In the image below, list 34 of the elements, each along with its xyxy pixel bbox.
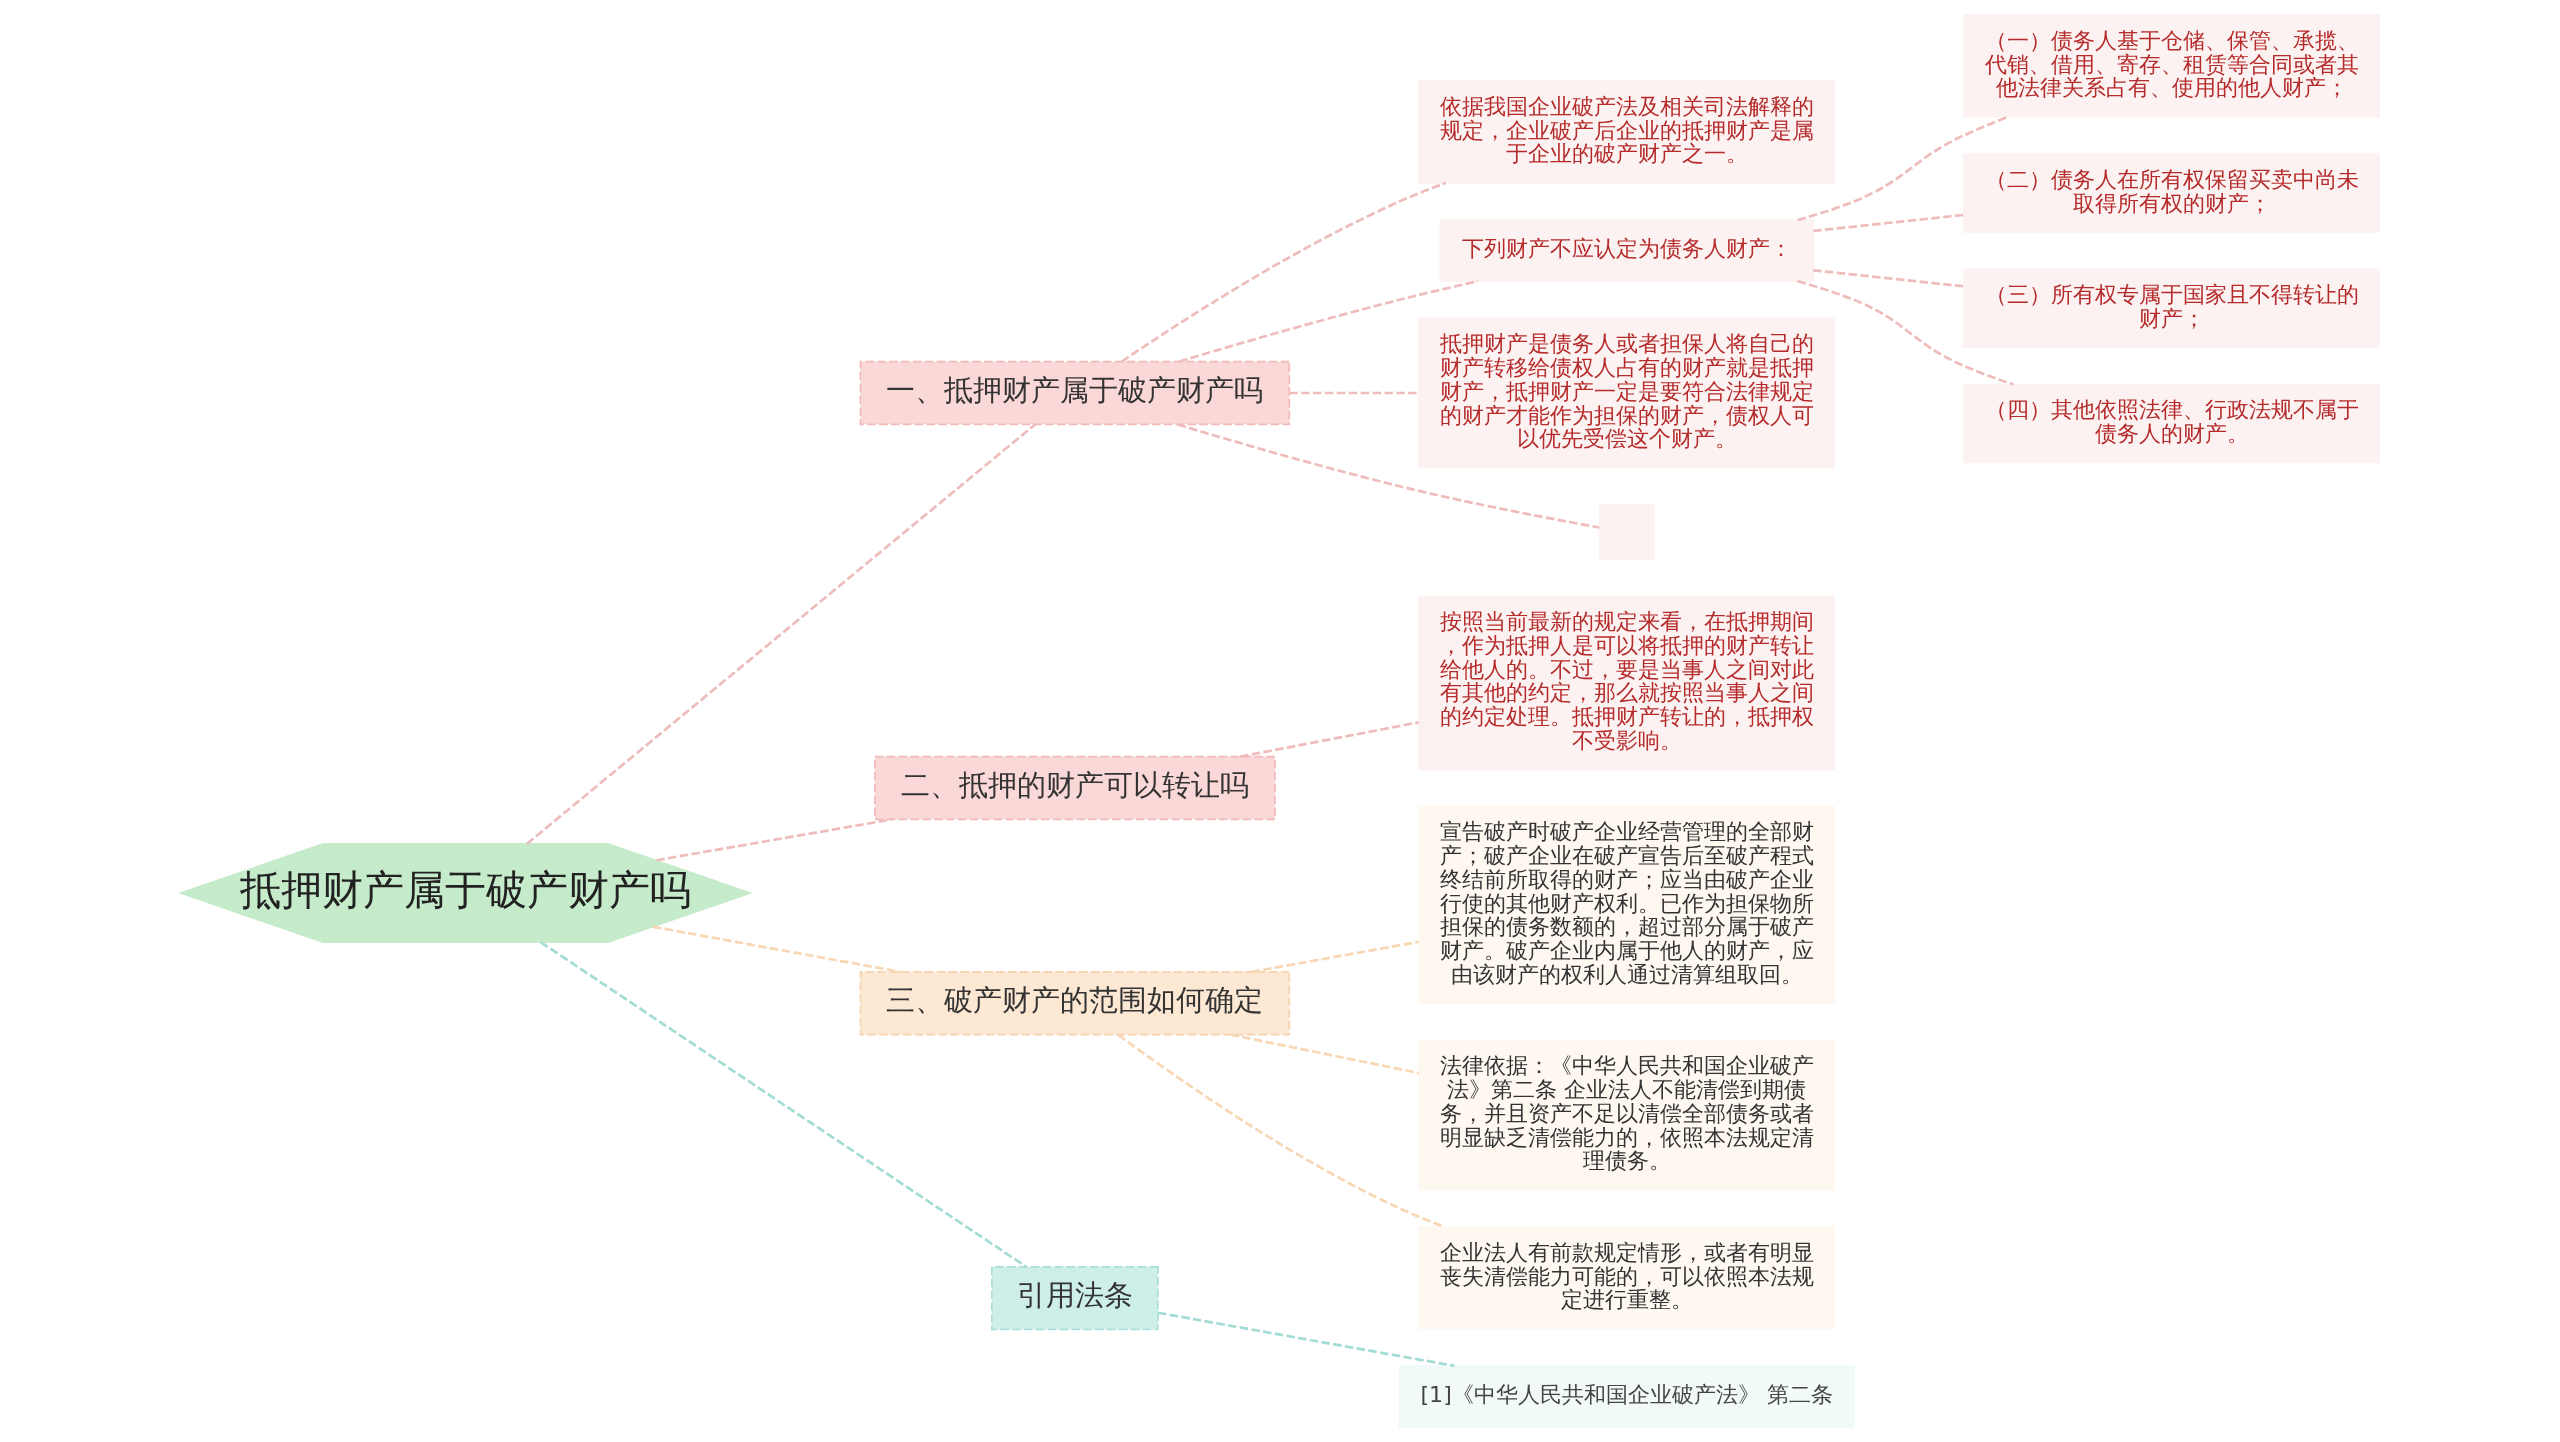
connector: [1289, 391, 1419, 395]
connector: [1813, 213, 1964, 233]
node-box: [1]《中华人民共和国企业破产法》 第二条: [1398, 1365, 1855, 1428]
node-box: 法律依据：《中华人民共和国企业破产法》第二条 企业法人不能清偿到期债务，并且资产不足以清偿全部债务或者明显缺乏清偿能力的，依照本法规定清理债务。: [1418, 1039, 1836, 1191]
connector: [1121, 181, 1447, 363]
node-box: 抵押财产是债务人或者担保人将自己的财产转移给债权人占有的财产就是抵押财产，抵押财产一定是要符合法律规定的财产才能作为担保的财产，债权人可以优先受偿这个财产。: [1418, 317, 1836, 469]
node-box: 一、抵押财产属于破产财产吗: [859, 360, 1291, 426]
connector: [1813, 268, 1964, 288]
connector: [526, 423, 1037, 845]
node-box: 企业法人有前款规定情形，或者有明显丧失清偿能力可能的，可以依照本法规定进行重整。: [1418, 1226, 1836, 1330]
connector: [656, 818, 893, 862]
node-box: 下列财产不应认定为债务人财产：: [1439, 219, 1814, 282]
connector: [1251, 940, 1419, 974]
connector: [1177, 423, 1600, 529]
node-box: （二）债务人在所有权保留买卖中尚未取得所有权的财产；: [1963, 153, 2381, 233]
connector: [1230, 1033, 1419, 1075]
connector: [1157, 1311, 1455, 1368]
node-box: [1598, 504, 1655, 560]
node-box: 二、抵押的财产可以转让吗: [874, 755, 1276, 821]
connector: [1179, 279, 1479, 363]
node-box: （一）债务人基于仓储、保管、承揽、代销、借用、寄存、租赁等合同或者其他法律关系占有、使用的他人财产；: [1963, 14, 2381, 118]
node-box: （四）其他依照法律、行政法规不属于债务人的财产。: [1963, 383, 2381, 464]
node-box: 依据我国企业破产法及相关司法解释的规定，企业破产后企业的抵押财产是属于企业的破产财产之一。: [1418, 80, 1836, 184]
node-box: 引用法条: [991, 1265, 1159, 1331]
connector: [1797, 115, 2009, 222]
node-box: 三、破产财产的范围如何确定: [859, 971, 1291, 1036]
node-box: 宣告破产时破产企业经营管理的全部财产；破产企业在破产宣告后至破产程式终结前所取得的财产；应当由破产企业行使的其他财产权利。已作为担保物所担保的债务数额的，超过部分属于破产财产。破产企业内属于他人的财产，应由该财产的权利人通过清算组取回。: [1418, 805, 1836, 1005]
connector: [652, 925, 901, 974]
connector: [540, 941, 1027, 1268]
connector: [1240, 721, 1419, 758]
node-box: 按照当前最新的规定来看，在抵押期间，作为抵押人是可以将抵押的财产转让给他人的。不过，要是当事人之间对此有其他的约定，那么就按照当事人之间的约定处理。抵押财产转让的，抵押权不受影响。: [1418, 595, 1836, 771]
node-box: （三）所有权专属于国家且不得转让的财产；: [1963, 268, 2381, 349]
connector: [1117, 1033, 1445, 1229]
connector: [1797, 279, 2014, 386]
